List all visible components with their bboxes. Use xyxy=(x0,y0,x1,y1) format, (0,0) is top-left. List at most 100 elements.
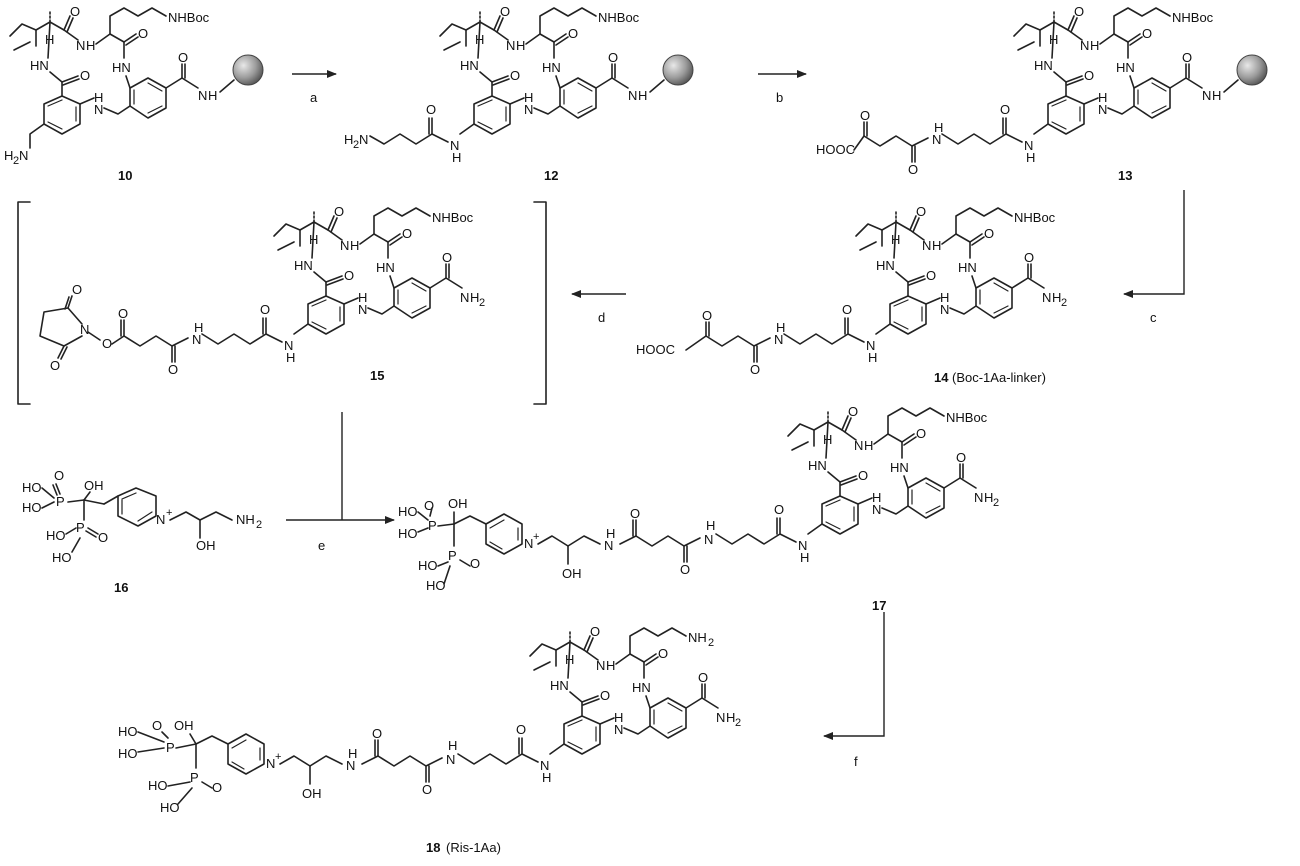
svg-text:HO: HO xyxy=(148,778,168,793)
compound-13-structure: NHBoc N H NH O H N O HOOC O 13 xyxy=(816,3,1268,183)
svg-text:N: N xyxy=(19,148,28,163)
svg-text:P: P xyxy=(56,494,65,509)
svg-text:HO: HO xyxy=(398,504,418,519)
svg-text:HO: HO xyxy=(118,724,138,739)
step-label-a: a xyxy=(310,90,318,105)
svg-text:HOOC: HOOC xyxy=(636,342,675,357)
svg-text:O: O xyxy=(680,562,690,577)
svg-text:NHBoc: NHBoc xyxy=(1014,210,1056,225)
svg-text:H: H xyxy=(470,290,479,305)
svg-text:O: O xyxy=(750,362,760,377)
svg-text:2: 2 xyxy=(735,717,741,729)
svg-text:N: N xyxy=(156,512,165,527)
svg-text:NH: NH xyxy=(688,630,707,645)
svg-text:2: 2 xyxy=(353,139,359,151)
svg-text:2: 2 xyxy=(708,637,714,649)
svg-text:HO: HO xyxy=(398,526,418,541)
svg-text:H: H xyxy=(638,88,647,103)
svg-text:+: + xyxy=(275,751,281,763)
svg-text:2: 2 xyxy=(13,155,19,167)
svg-text:N: N xyxy=(198,88,207,103)
svg-text:O: O xyxy=(422,782,432,797)
svg-text:OH: OH xyxy=(562,566,582,581)
svg-text:N: N xyxy=(80,322,89,337)
svg-text:NHBoc: NHBoc xyxy=(1172,10,1214,25)
svg-text:OH: OH xyxy=(84,478,104,493)
svg-text:NHBoc: NHBoc xyxy=(168,10,210,25)
svg-text:O: O xyxy=(372,726,382,741)
svg-text:H: H xyxy=(448,738,457,753)
svg-text:O: O xyxy=(98,530,108,545)
svg-text:NHBoc: NHBoc xyxy=(598,10,640,25)
svg-text:N: N xyxy=(932,132,941,147)
svg-text:O: O xyxy=(470,556,480,571)
svg-text:H: H xyxy=(868,350,877,365)
svg-text:P: P xyxy=(76,520,85,535)
svg-text:OH: OH xyxy=(196,538,216,553)
svg-text:P: P xyxy=(166,740,175,755)
svg-text:HO: HO xyxy=(22,500,42,515)
svg-text:HO: HO xyxy=(22,480,42,495)
step-label-c: c xyxy=(1150,310,1157,325)
compound-17-label: 17 xyxy=(872,598,886,613)
svg-text:H: H xyxy=(452,150,461,165)
svg-text:O: O xyxy=(774,502,784,517)
svg-text:N: N xyxy=(346,758,355,773)
svg-text:H: H xyxy=(706,518,715,533)
compound-15-label: 15 xyxy=(370,368,384,383)
svg-text:N: N xyxy=(460,290,469,305)
svg-text:N: N xyxy=(1024,138,1033,153)
svg-text:N: N xyxy=(704,532,713,547)
svg-text:O: O xyxy=(860,108,870,123)
svg-text:P: P xyxy=(428,518,437,533)
svg-text:N: N xyxy=(540,758,549,773)
svg-text:2: 2 xyxy=(1061,297,1067,309)
compound-18-note: (Ris-1Aa) xyxy=(446,840,501,855)
svg-text:H: H xyxy=(208,88,217,103)
svg-text:2: 2 xyxy=(256,519,262,531)
svg-text:N: N xyxy=(798,538,807,553)
svg-text:H: H xyxy=(1026,150,1035,165)
svg-text:H: H xyxy=(800,550,809,565)
svg-text:HO: HO xyxy=(52,550,72,565)
svg-text:N: N xyxy=(974,490,983,505)
svg-text:H: H xyxy=(1212,88,1221,103)
svg-text:N: N xyxy=(774,332,783,347)
svg-text:N: N xyxy=(1202,88,1211,103)
svg-text:N: N xyxy=(359,132,368,147)
bracket-left xyxy=(17,201,31,405)
svg-text:N: N xyxy=(604,538,613,553)
svg-text:O: O xyxy=(54,468,64,483)
svg-text:N: N xyxy=(628,88,637,103)
svg-text:O: O xyxy=(72,282,82,297)
compound-14-note: (Boc-1Aa-linker) xyxy=(952,370,1046,385)
svg-text:HO: HO xyxy=(46,528,66,543)
svg-text:P: P xyxy=(190,770,199,785)
svg-text:HO: HO xyxy=(426,578,446,593)
svg-text:O: O xyxy=(516,722,526,737)
svg-text:O: O xyxy=(842,302,852,317)
svg-text:H: H xyxy=(542,770,551,785)
svg-text:H: H xyxy=(348,746,357,761)
step-label-e: e xyxy=(318,538,325,553)
svg-text:O: O xyxy=(50,358,60,373)
svg-text:O: O xyxy=(260,302,270,317)
svg-text:H: H xyxy=(194,320,203,335)
resin-bead-13 xyxy=(1236,54,1268,86)
bracket-right xyxy=(533,201,547,405)
svg-text:H: H xyxy=(344,132,353,147)
svg-text:N: N xyxy=(284,338,293,353)
svg-text:+: + xyxy=(166,507,172,519)
svg-text:N: N xyxy=(266,756,275,771)
svg-text:N: N xyxy=(450,138,459,153)
svg-text:N: N xyxy=(446,752,455,767)
svg-text:O: O xyxy=(118,306,128,321)
svg-text:O: O xyxy=(426,102,436,117)
step-label-d: d xyxy=(598,310,605,325)
svg-text:O: O xyxy=(424,498,434,513)
